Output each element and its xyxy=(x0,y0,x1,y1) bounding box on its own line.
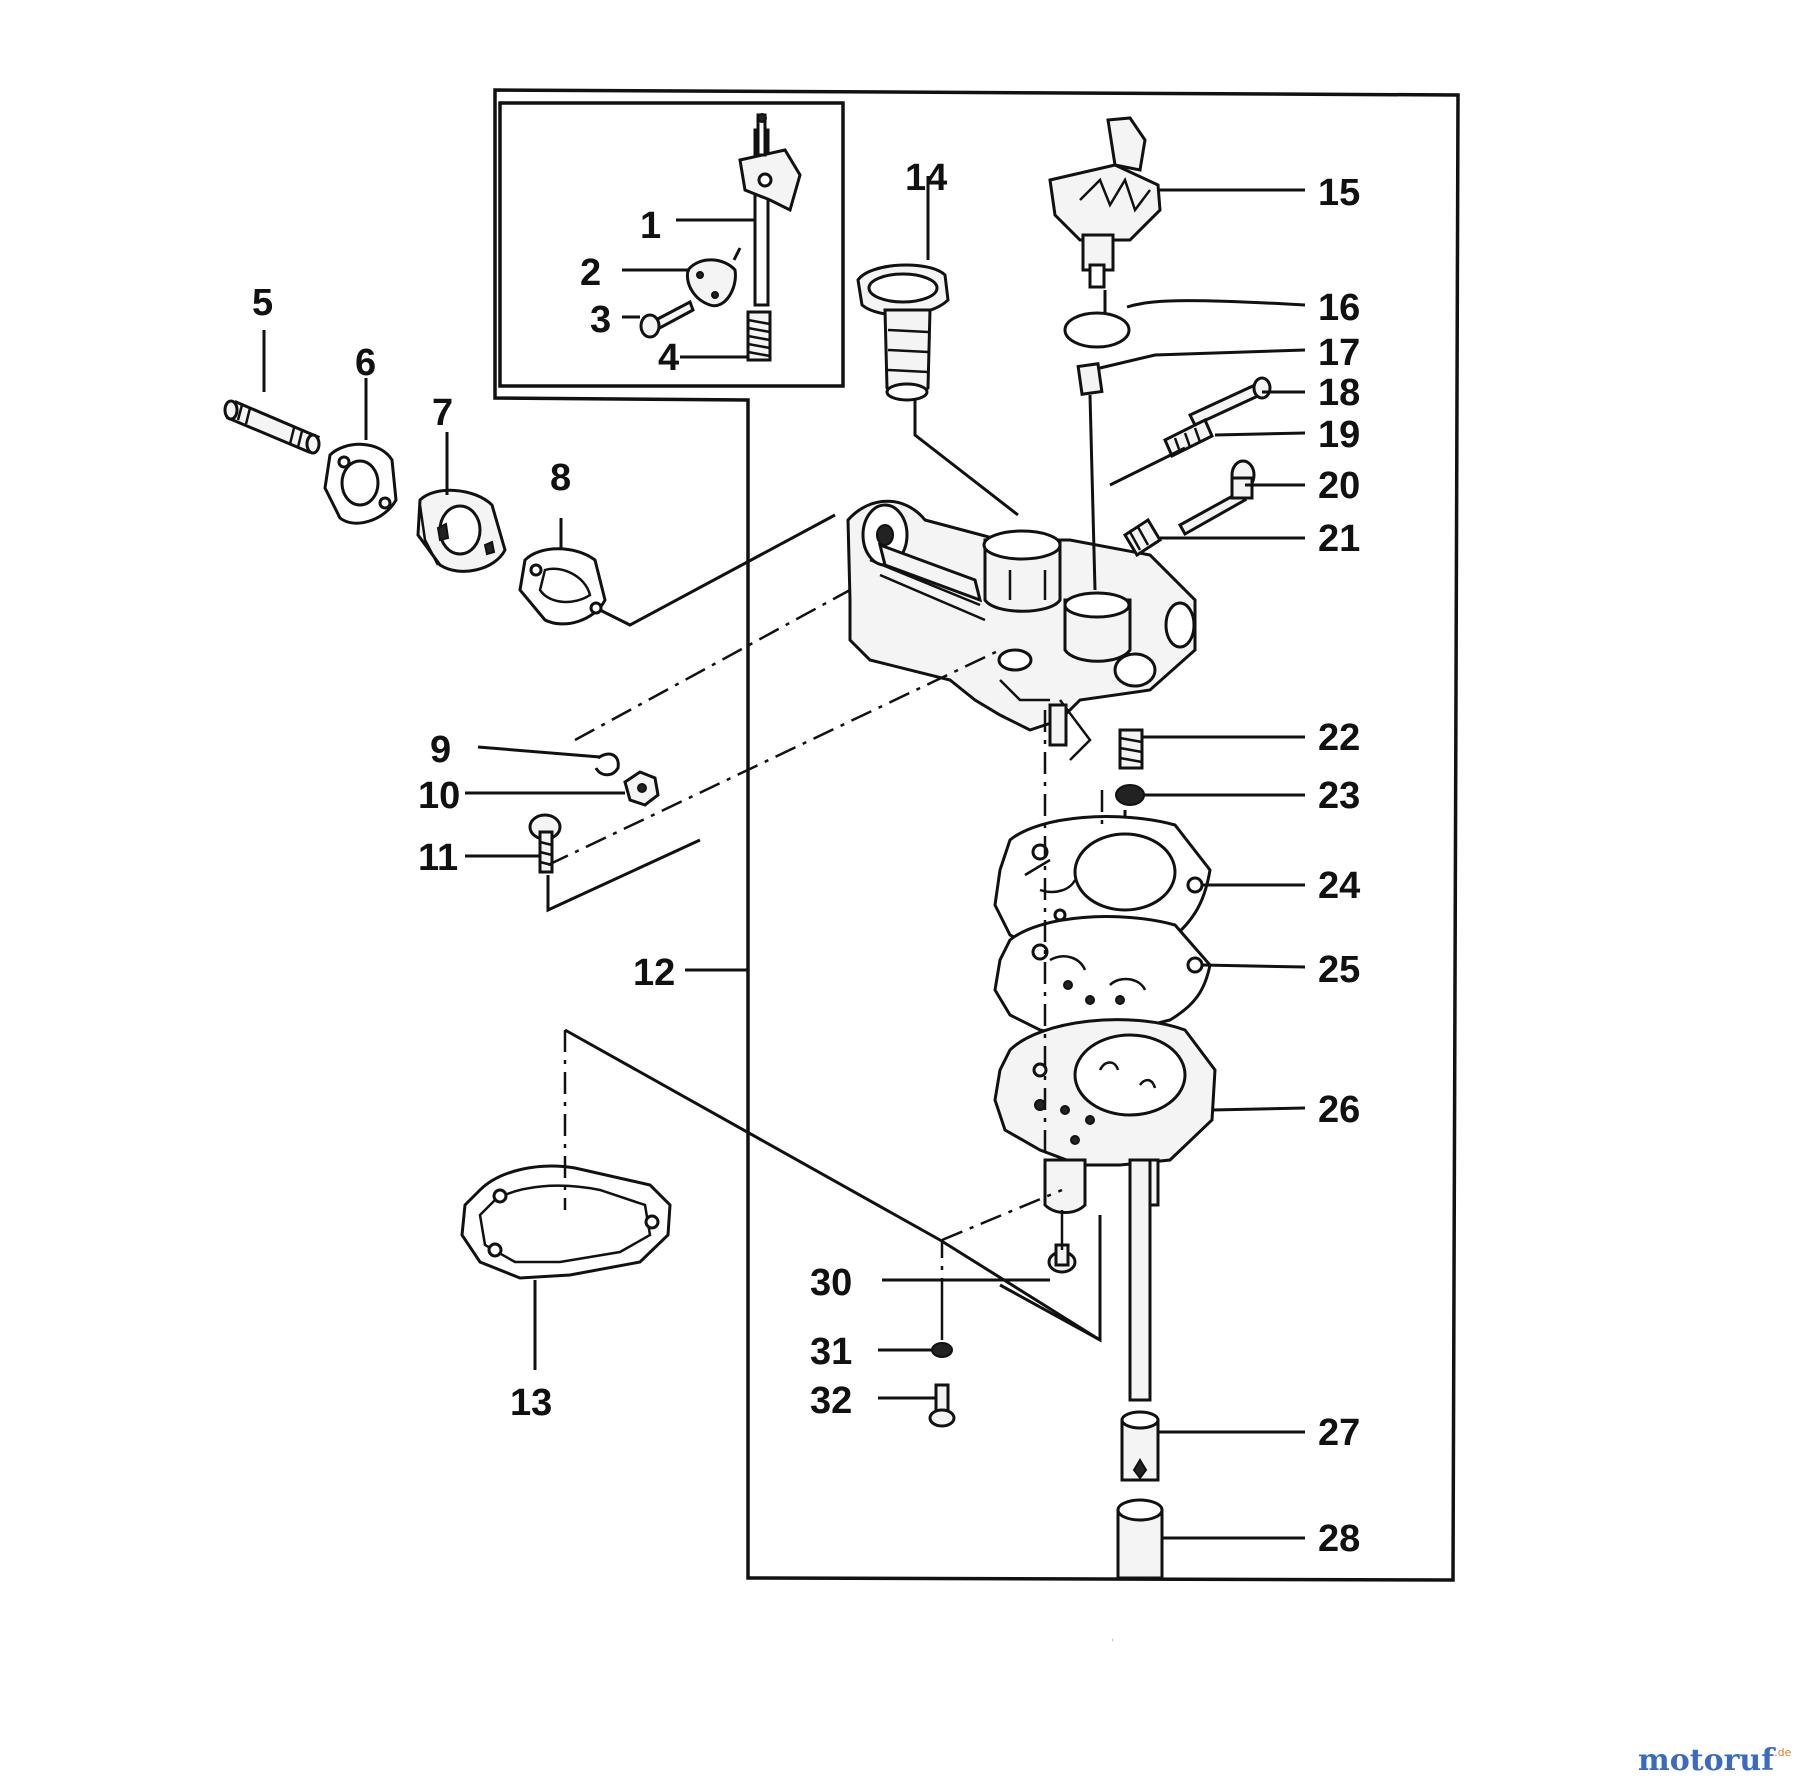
mixture-screw-20-part xyxy=(1177,459,1256,537)
label-13: 13 xyxy=(510,1382,552,1424)
watermark-text: motoruf xyxy=(1638,1743,1776,1778)
fuel-filter-28-part xyxy=(1116,1498,1164,1580)
label-18: 18 xyxy=(1318,372,1360,414)
throttle-spring-part xyxy=(746,310,772,362)
o-ring-part xyxy=(1063,311,1131,349)
label-17: 17 xyxy=(1318,332,1360,374)
watermark-suffix: .de xyxy=(1774,1746,1791,1759)
fuel-filter-27-part xyxy=(1120,1410,1160,1482)
label-22: 22 xyxy=(1318,717,1360,759)
label-32: 32 xyxy=(810,1380,852,1422)
label-31: 31 xyxy=(810,1331,852,1373)
label-23: 23 xyxy=(1318,775,1360,817)
label-14: 14 xyxy=(905,157,947,199)
mixture-screw-18-part xyxy=(1187,376,1272,427)
label-15: 15 xyxy=(1318,172,1360,214)
throttle-shaft-part xyxy=(738,113,802,307)
throttle-plate-part xyxy=(685,258,737,308)
label-30: 30 xyxy=(810,1262,852,1304)
watermark-logo: motoruf.de xyxy=(1638,1743,1792,1778)
label-6: 6 xyxy=(355,342,376,384)
label-2: 2 xyxy=(580,252,601,294)
inset-frame xyxy=(498,101,845,388)
label-1: 1 xyxy=(640,205,661,247)
gasket-6-part xyxy=(323,442,398,525)
label-25: 25 xyxy=(1318,949,1360,991)
washer-31-part xyxy=(931,1342,953,1358)
insulator-part xyxy=(416,488,507,573)
label-4: 4 xyxy=(658,337,679,379)
svg-text:motoruf.de: motoruf.de xyxy=(1638,1743,1792,1778)
fuel-tube-part xyxy=(1128,1158,1152,1402)
choke-lever-part xyxy=(1048,116,1162,289)
label-26: 26 xyxy=(1318,1089,1360,1131)
assembly-frame xyxy=(493,88,1460,1582)
label-16: 16 xyxy=(1318,287,1360,329)
label-20: 20 xyxy=(1318,465,1360,507)
label-10: 10 xyxy=(418,775,460,817)
label-27: 27 xyxy=(1318,1412,1360,1454)
spring-21-part xyxy=(1122,517,1163,558)
air-horn-part xyxy=(856,263,950,402)
stud-part xyxy=(223,399,321,455)
label-12: 12 xyxy=(633,952,675,994)
label-24: 24 xyxy=(1318,865,1360,907)
label-7: 7 xyxy=(432,392,453,434)
label-5: 5 xyxy=(252,282,273,324)
screw-11-part xyxy=(528,813,562,874)
label-8: 8 xyxy=(550,457,571,499)
throttle-screw-part xyxy=(639,299,695,339)
label-9: 9 xyxy=(430,729,451,771)
spring-19-part xyxy=(1163,417,1214,459)
screw-32-part xyxy=(928,1383,956,1428)
nut-10-part xyxy=(623,770,660,807)
clip-9-part xyxy=(594,752,620,777)
carburetor-body-part xyxy=(846,499,1197,761)
label-28: 28 xyxy=(1318,1518,1360,1560)
label-21: 21 xyxy=(1318,518,1360,560)
gasket-8-part xyxy=(518,547,607,626)
label-3: 3 xyxy=(590,299,611,341)
pump-cover-part xyxy=(993,1018,1217,1214)
screw-30-part xyxy=(1047,1243,1077,1274)
gasket-13-part xyxy=(460,1164,672,1280)
needle-part xyxy=(1076,362,1104,591)
label-19: 19 xyxy=(1318,414,1360,456)
inlet-needle-23-part xyxy=(1115,784,1145,806)
label-11: 11 xyxy=(418,837,458,879)
spring-22-part xyxy=(1118,728,1144,770)
